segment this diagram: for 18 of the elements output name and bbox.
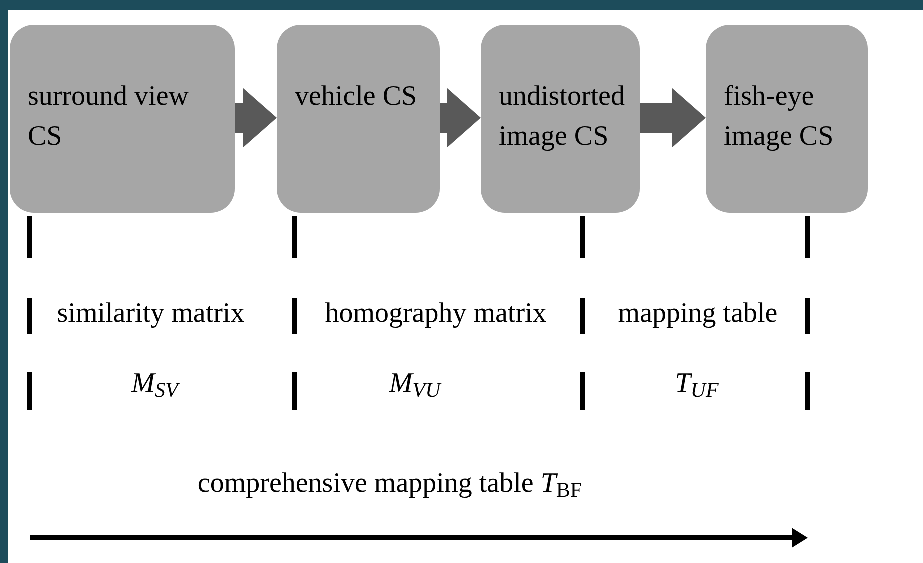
process-box bbox=[277, 25, 440, 213]
matrix-symbol: M$_{VU}$ bbox=[388, 367, 443, 404]
box-label: fish-eye image CS bbox=[724, 80, 835, 154]
box-label: vehicle CS bbox=[295, 80, 418, 114]
transform-label: comprehensive mapping table T$_{BF}$ bbox=[196, 467, 584, 504]
transform-label: mapping table bbox=[617, 297, 779, 331]
box-label: undistorted image CS bbox=[499, 80, 626, 154]
transform-label: similarity matrix bbox=[56, 297, 246, 331]
matrix-symbol: T$_{UF}$ bbox=[674, 367, 720, 404]
process-box bbox=[706, 25, 868, 213]
transform-label: homography matrix bbox=[324, 297, 548, 331]
process-box bbox=[481, 25, 640, 213]
block-arrow bbox=[440, 88, 481, 148]
matrix-symbol: M$_{SV}$ bbox=[130, 367, 182, 404]
box-label: surround view CS bbox=[28, 80, 190, 154]
block-arrow bbox=[640, 88, 706, 148]
block-arrow bbox=[235, 88, 277, 148]
process-box bbox=[10, 25, 235, 213]
